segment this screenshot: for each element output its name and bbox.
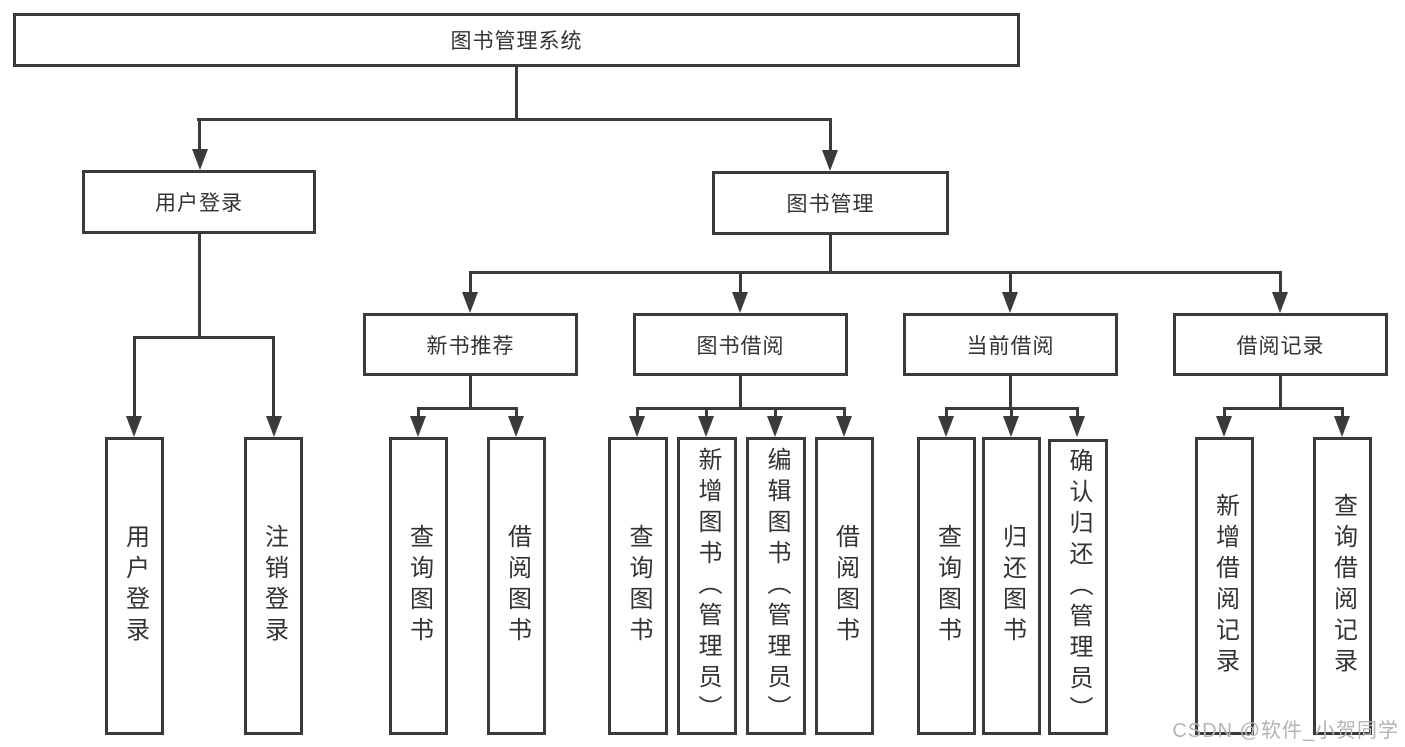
- arrow-shaft-book-borrow: [739, 271, 742, 296]
- connector-user-login-hline: [133, 336, 275, 339]
- node-label: 图书管理: [786, 193, 875, 216]
- arrow-head-book-management: [822, 150, 838, 171]
- leaf-label: 编辑图书（管理员）: [763, 446, 790, 726]
- arrow-head-current-borrow: [1002, 292, 1018, 313]
- node-borrowing-records: 借阅记录: [1173, 313, 1388, 376]
- leaf-br-add-record: 新增借阅记录: [1195, 437, 1254, 735]
- node-label: 图书管理系统: [450, 30, 583, 53]
- connector-current-borrow-stub: [1009, 376, 1012, 410]
- leaf-label: 注销登录: [260, 524, 288, 648]
- arrow-head-leaf-user-login: [126, 416, 142, 437]
- arrow-shaft-br-query: [1341, 407, 1344, 420]
- leaf-bb-add-books-admin: 新增图书（管理员）: [677, 437, 737, 735]
- leaf-bb-borrow-books: 借阅图书: [815, 437, 874, 735]
- connector-new-book-rec-stub: [469, 376, 472, 410]
- leaf-label: 用户登录: [121, 524, 149, 648]
- connector-root-hline: [197, 118, 832, 121]
- arrow-shaft-leaf-user-login: [133, 336, 136, 420]
- leaf-label: 归还图书: [998, 524, 1026, 648]
- arrow-head-bb-borrow: [836, 416, 852, 437]
- arrow-shaft-current-borrow: [1009, 271, 1012, 296]
- arrow-head-nbr-query: [410, 416, 426, 437]
- node-label: 借阅记录: [1236, 334, 1325, 358]
- leaf-cb-confirm-return-admin: 确认归还（管理员）: [1048, 439, 1108, 735]
- connector-book-borrow-hline: [636, 407, 846, 410]
- leaf-label: 借阅图书: [831, 524, 859, 648]
- connector-root-stub: [515, 67, 518, 121]
- arrow-shaft-bb-borrow: [843, 407, 846, 420]
- arrow-head-leaf-logout: [266, 416, 282, 437]
- leaf-nbr-borrow-books: 借阅图书: [487, 437, 546, 735]
- leaf-label: 查询图书: [625, 524, 652, 648]
- node-user-login: 用户登录: [82, 170, 316, 234]
- arrow-head-bb-edit: [767, 416, 783, 437]
- arrow-head-book-borrow: [732, 292, 748, 313]
- connector-book-borrow-stub: [739, 376, 742, 410]
- arrow-shaft-new-book-rec: [469, 271, 472, 296]
- csdn-watermark: CSDN @软件_小贺同学: [1172, 720, 1399, 742]
- leaf-cb-query-books: 查询图书: [917, 437, 976, 735]
- leaf-label: 确认归还（管理员）: [1065, 447, 1092, 727]
- arrow-head-borrow-records: [1272, 292, 1288, 313]
- arrow-head-br-query: [1334, 416, 1350, 437]
- arrow-head-br-add: [1216, 416, 1232, 437]
- node-label: 用户登录: [155, 192, 243, 215]
- node-label: 新书推荐: [426, 334, 515, 358]
- connector-book-management-hline: [469, 271, 1282, 274]
- arrow-shaft-borrow-records: [1279, 271, 1282, 296]
- arrow-head-cb-return: [1003, 416, 1019, 437]
- leaf-label: 查询图书: [933, 524, 961, 648]
- leaf-user-login: 用户登录: [105, 437, 164, 735]
- node-new-book-recommendation: 新书推荐: [363, 313, 578, 376]
- leaf-bb-edit-books-admin: 编辑图书（管理员）: [746, 437, 806, 735]
- connector-new-book-rec-hline: [417, 407, 518, 410]
- leaf-label: 新增借阅记录: [1211, 493, 1239, 679]
- arrow-shaft-user-login: [198, 118, 201, 153]
- leaf-bb-query-books: 查询图书: [608, 437, 668, 735]
- node-current-borrowing: 当前借阅: [903, 313, 1118, 376]
- connector-book-management-stub: [829, 235, 832, 274]
- arrow-head-new-book-rec: [462, 292, 478, 313]
- leaf-logout: 注销登录: [244, 437, 303, 735]
- node-book-borrowing: 图书借阅: [633, 313, 848, 376]
- arrow-head-cb-query: [938, 416, 954, 437]
- arrow-head-bb-query: [629, 416, 645, 437]
- arrow-shaft-bb-query: [636, 407, 639, 420]
- leaf-label: 查询图书: [405, 524, 433, 648]
- leaf-label: 借阅图书: [503, 524, 531, 648]
- leaf-label: 新增图书（管理员）: [694, 446, 721, 726]
- arrow-shaft-bb-edit: [774, 407, 777, 420]
- node-book-management: 图书管理: [712, 171, 949, 235]
- arrow-shaft-br-add: [1223, 407, 1226, 420]
- arrow-shaft-bb-add: [705, 407, 708, 420]
- arrow-shaft-leaf-logout: [272, 336, 275, 420]
- leaf-cb-return-books: 归还图书: [982, 437, 1041, 735]
- arrow-head-cb-confirm: [1069, 416, 1085, 437]
- arrow-shaft-cb-confirm: [1076, 407, 1079, 420]
- arrow-head-user-login: [192, 149, 208, 170]
- arrow-shaft-nbr-query: [417, 407, 420, 420]
- connector-borrow-records-stub: [1279, 376, 1282, 410]
- arrow-shaft-cb-query: [945, 407, 948, 420]
- node-root-library-management-system: 图书管理系统: [13, 13, 1020, 67]
- node-label: 当前借阅: [966, 334, 1055, 358]
- leaf-nbr-query-books: 查询图书: [389, 437, 448, 735]
- node-label: 图书借阅: [696, 334, 785, 358]
- arrow-shaft-cb-return: [1010, 407, 1013, 420]
- arrow-shaft-book-management: [829, 118, 832, 154]
- leaf-br-query-record: 查询借阅记录: [1313, 437, 1372, 735]
- arrow-head-bb-add: [698, 416, 714, 437]
- arrow-head-nbr-borrow: [508, 416, 524, 437]
- leaf-label: 查询借阅记录: [1329, 493, 1357, 679]
- arrow-shaft-nbr-borrow: [515, 407, 518, 420]
- connector-borrow-records-hline: [1223, 407, 1344, 410]
- connector-user-login-stub: [198, 234, 201, 339]
